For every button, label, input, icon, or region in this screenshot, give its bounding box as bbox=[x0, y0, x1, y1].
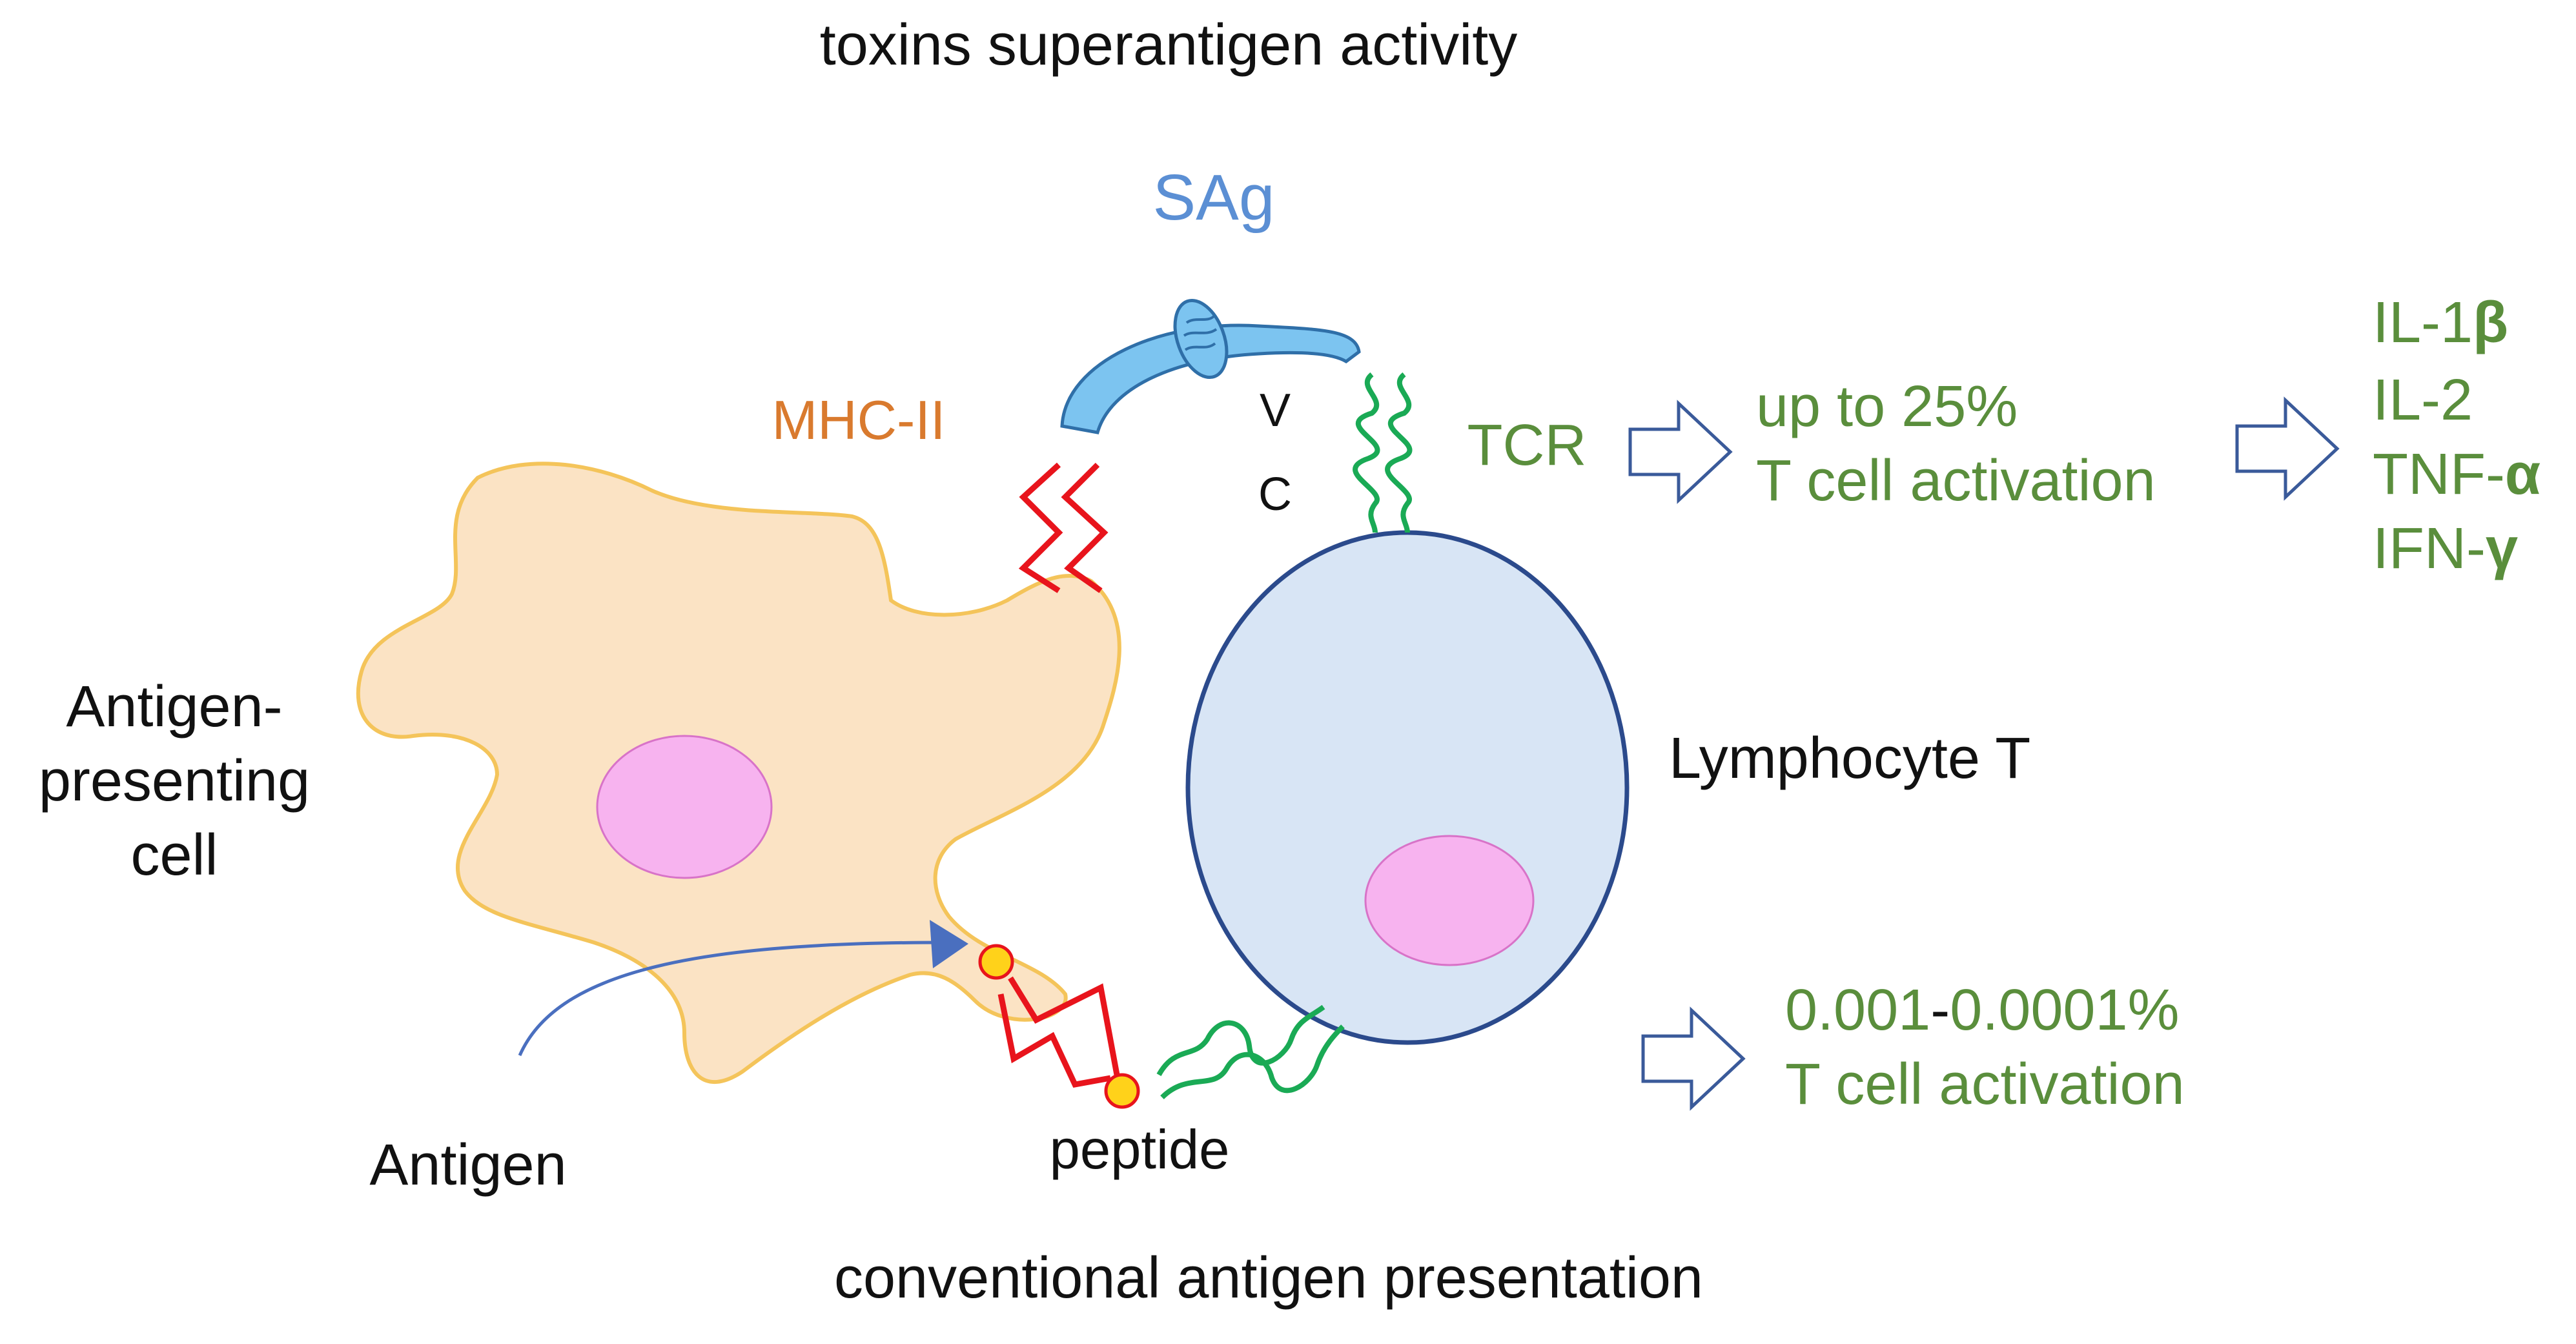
arrow-cytokines bbox=[2235, 396, 2340, 501]
t-cell-nucleus bbox=[1364, 835, 1535, 966]
mhc-ii-label: MHC-II bbox=[772, 390, 945, 451]
tcr-top bbox=[1353, 372, 1413, 533]
conv-activation-line1: 0.001-0.0001% bbox=[1785, 978, 2180, 1043]
cytokine-tnfa: TNF-α bbox=[2373, 442, 2540, 507]
antigen-arrow-head bbox=[930, 920, 968, 968]
apc-label-line3: cell bbox=[130, 823, 218, 888]
tcr-bottom bbox=[1156, 1004, 1345, 1099]
cytokine-ifng: IFN-γ bbox=[2373, 516, 2518, 581]
sag-label: SAg bbox=[1152, 161, 1274, 234]
title-top: toxins superantigen activity bbox=[820, 13, 1518, 77]
c-region-label: C bbox=[1258, 469, 1292, 520]
apc-label-line2: presenting bbox=[39, 749, 310, 813]
sag-activation-line2: T cell activation bbox=[1756, 449, 2156, 513]
antigen-uptake-arrow bbox=[518, 941, 943, 1057]
title-bottom: conventional antigen presentation bbox=[834, 1246, 1703, 1310]
mhc-ii-top bbox=[1018, 462, 1109, 593]
sag-coil bbox=[1173, 298, 1229, 380]
arrow-conv-activation bbox=[1641, 1006, 1746, 1111]
cytokine-il1b: IL-1β bbox=[2373, 290, 2508, 355]
cytokine-il2: IL-2 bbox=[2373, 368, 2473, 433]
apc-nucleus bbox=[596, 735, 773, 879]
tcr-label: TCR bbox=[1467, 413, 1587, 478]
lymphocyte-label: Lymphocyte T bbox=[1669, 726, 2030, 791]
t-lymphocyte-cell bbox=[1185, 530, 1630, 1045]
apc-label-line1: Antigen- bbox=[66, 675, 282, 739]
antigen-label: Antigen bbox=[369, 1133, 566, 1197]
conv-activation-line2: T cell activation bbox=[1785, 1052, 2185, 1117]
arrow-sag-activation bbox=[1628, 400, 1733, 504]
peptide-dot-bottom bbox=[1104, 1073, 1140, 1109]
cytokine-list: IL-1β IL-2 TNF-α IFN-γ bbox=[2373, 290, 2540, 581]
peptide-dot-top bbox=[978, 944, 1014, 980]
sag-activation-line1: up to 25% bbox=[1756, 374, 2018, 439]
mhc-ii-bottom bbox=[997, 976, 1120, 1088]
sag-bridge bbox=[1060, 323, 1361, 434]
v-region-label: V bbox=[1260, 385, 1291, 436]
peptide-label: peptide bbox=[1050, 1119, 1230, 1181]
